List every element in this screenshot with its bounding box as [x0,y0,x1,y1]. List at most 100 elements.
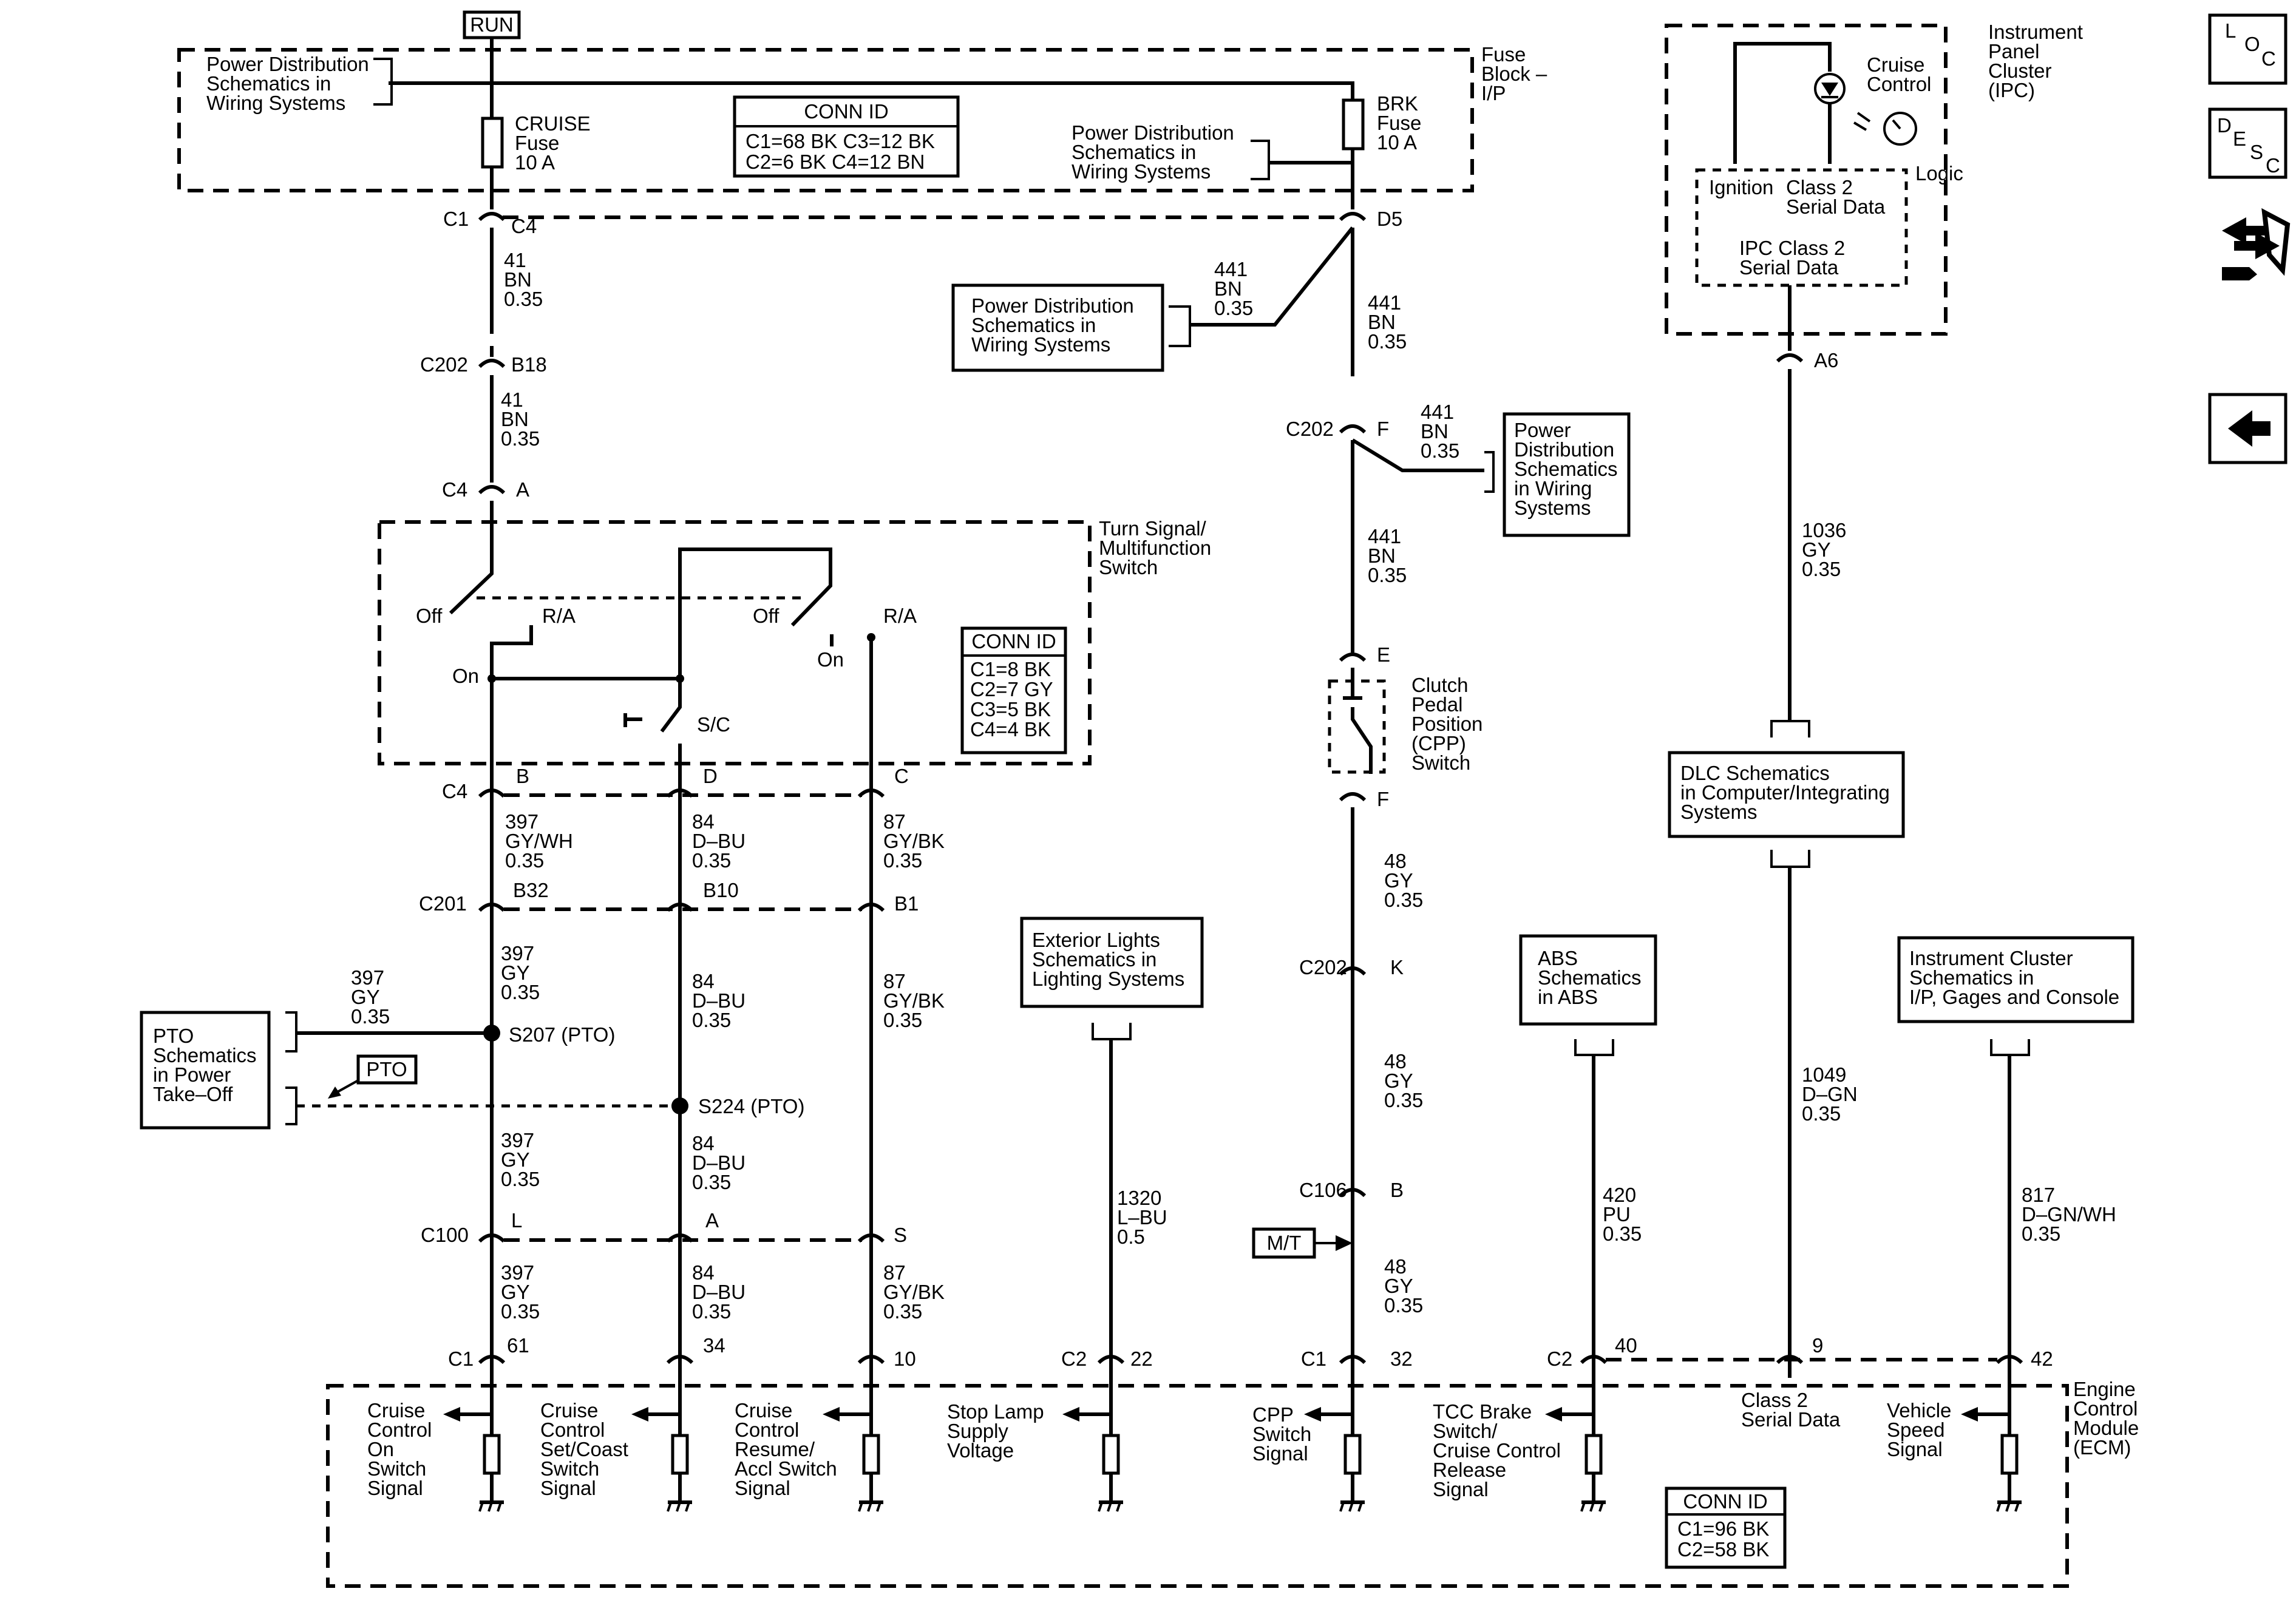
wire-label: 87 [883,970,906,992]
wire-41-b: 41 BN 0.35 [501,388,540,450]
ecm-signal-label: Resume/ [735,1438,815,1460]
wire-label: PU [1603,1203,1631,1225]
tools-icon[interactable] [2222,208,2291,280]
connector-label: 42 [2031,1348,2053,1370]
wire-label: 0.35 [501,1300,540,1323]
cpp-label: (CPP) [1411,732,1466,754]
ipc-class2-label: IPC Class 2 [1739,237,1845,259]
ecm-connectors: C1 61 34 10 C2 22 C1 32 C2 40 9 42 [448,1334,2053,1370]
switch-off-label: Off [753,605,779,627]
connector-label: B10 [703,879,739,901]
ecm-signal-label: Signal [540,1477,596,1499]
mt-tag: M/T [1252,1227,1353,1259]
ipc-cruise-label: Control [1867,73,1931,95]
ecm-title-line: Control [2073,1397,2138,1420]
wire-label: BN [1368,311,1396,333]
wire-label: BN [1214,277,1242,300]
fuse-block-outline [177,48,1474,192]
wire-label: 441 [1421,401,1454,423]
power-dist-ref-mid: Power Distribution Schematics in Wiring … [951,283,1191,372]
ref-line: in Wiring [1514,477,1592,500]
switch-on-label: On [452,665,479,687]
conn-id-row: C2=58 BK [1677,1538,1769,1561]
instrument-cluster-ref: Instrument Cluster Schematics in I/P, Ga… [1897,936,2135,1369]
loc-button[interactable]: L O C [2208,13,2288,85]
ref-line: in Computer/Integrating [1680,781,1890,804]
ref-line: Take–Off [153,1083,233,1105]
wire-label: D–BU [692,1281,746,1303]
wire-label: 0.35 [501,427,540,450]
back-arrow-icon[interactable] [2208,393,2288,464]
ipc-logic-label: Logic [1915,162,1963,185]
fuse-block-line: Fuse [1481,43,1526,66]
ref-line: Lighting Systems [1032,968,1184,990]
run-label: RUN [463,10,521,39]
ecm-signal-label: Signal [735,1477,790,1499]
wire-label: BN [501,408,529,430]
wire-label: 0.35 [351,1005,390,1028]
wire-label: 0.35 [1421,439,1459,462]
ecm-signal-label: Class 2 [1741,1389,1808,1411]
wire-label: 0.35 [692,1171,731,1193]
ecm-signal-label: Cruise [367,1399,425,1422]
ecm-signal-label: Switch [540,1457,599,1480]
ref-line: Exterior Lights [1032,929,1160,951]
turn-signal-switch: Turn Signal/ Multifunction Switch Off R/… [416,510,1211,786]
wire-label: 397 [505,810,538,833]
ecm-signal-label: Switch [1252,1423,1311,1445]
conn-id-title: CONN ID [1683,1490,1767,1513]
ipc-title-line: (IPC) [1988,79,2035,101]
wires-tier-1: 397 GY/WH 0.35 84 D–BU 0.35 87 GY/BK 0.3… [505,810,945,872]
wire-label: 0.35 [504,288,543,310]
wires-tier-2: 397 GY 0.35 84 D–BU 0.35 87 GY/BK 0.35 [501,942,945,1031]
wire-441-a: 441 BN 0.35 [1214,258,1253,319]
loc-letter: O [2244,33,2260,55]
connector-label: L [511,1209,522,1232]
connector-c4-a: C4 A [442,478,529,510]
ecm-signal-label: Control [540,1419,605,1441]
connector-a6: A6 [1776,285,1838,721]
wire-label: 87 [883,1261,906,1284]
ecm-signal-label: Stop Lamp [947,1400,1044,1423]
wire-label: GY [351,986,380,1008]
connector-label: C202 [1299,956,1347,978]
ecm-signal-label: On [367,1438,394,1460]
fuse-line: BRK [1377,92,1418,115]
cpp-switch-outline [1328,679,1386,774]
ref-line: Wiring Systems [1072,160,1211,183]
ref-line: Power Distribution [971,294,1134,317]
wire-label: 397 [351,966,384,989]
connector-label: C4 [442,780,467,802]
wire-48-b: 48 GY 0.35 [1384,1050,1423,1111]
connector-c201: C201 B32 B10 B1 [419,879,919,915]
ecm-signal-label: Signal [1433,1478,1489,1500]
desc-button[interactable]: D E S C [2208,107,2288,179]
conn-id-switch: CONN ID C1=8 BK C2=7 GY C3=5 BK C4=4 BK [960,626,1067,754]
connector-c106: C106 B [1299,1179,1404,1201]
connector-label: A [705,1209,719,1232]
ecm-signal-label: Cruise Control [1433,1439,1561,1462]
wire-label: GY [1384,1070,1413,1092]
conn-id-title: CONN ID [804,100,888,123]
switch-title-line: Turn Signal/ [1099,517,1207,540]
fuse-block-line: I/P [1481,82,1506,104]
ecm-signal-label: Voltage [947,1439,1014,1462]
wire-label: 420 [1603,1184,1636,1206]
connector-label: A [516,478,529,501]
ref-line: PTO [153,1025,194,1047]
wire-label: GY [501,1281,530,1303]
conn-id-row: C2=6 BK C4=12 BN [746,151,925,173]
wire-label: 817 [2022,1184,2055,1206]
ref-line: Schematics [153,1044,257,1066]
ecm-signal-label: Set/Coast [540,1438,628,1460]
cpp-label: Clutch [1411,674,1469,696]
wire-label: 41 [501,388,523,411]
wire-label: D–GN/WH [2022,1203,2116,1225]
brk-fuse: BRK Fuse 10 A [1342,92,1421,154]
connector-label: C202 [420,353,468,376]
switch-on-label: On [817,648,844,671]
power-dist-ref-c202: Power Distribution Schematics in Wiring … [1484,412,1631,537]
switch-title-line: Multifunction [1099,537,1211,559]
connector-label: C201 [419,892,467,915]
conn-id-row: C2=7 GY [970,678,1053,700]
